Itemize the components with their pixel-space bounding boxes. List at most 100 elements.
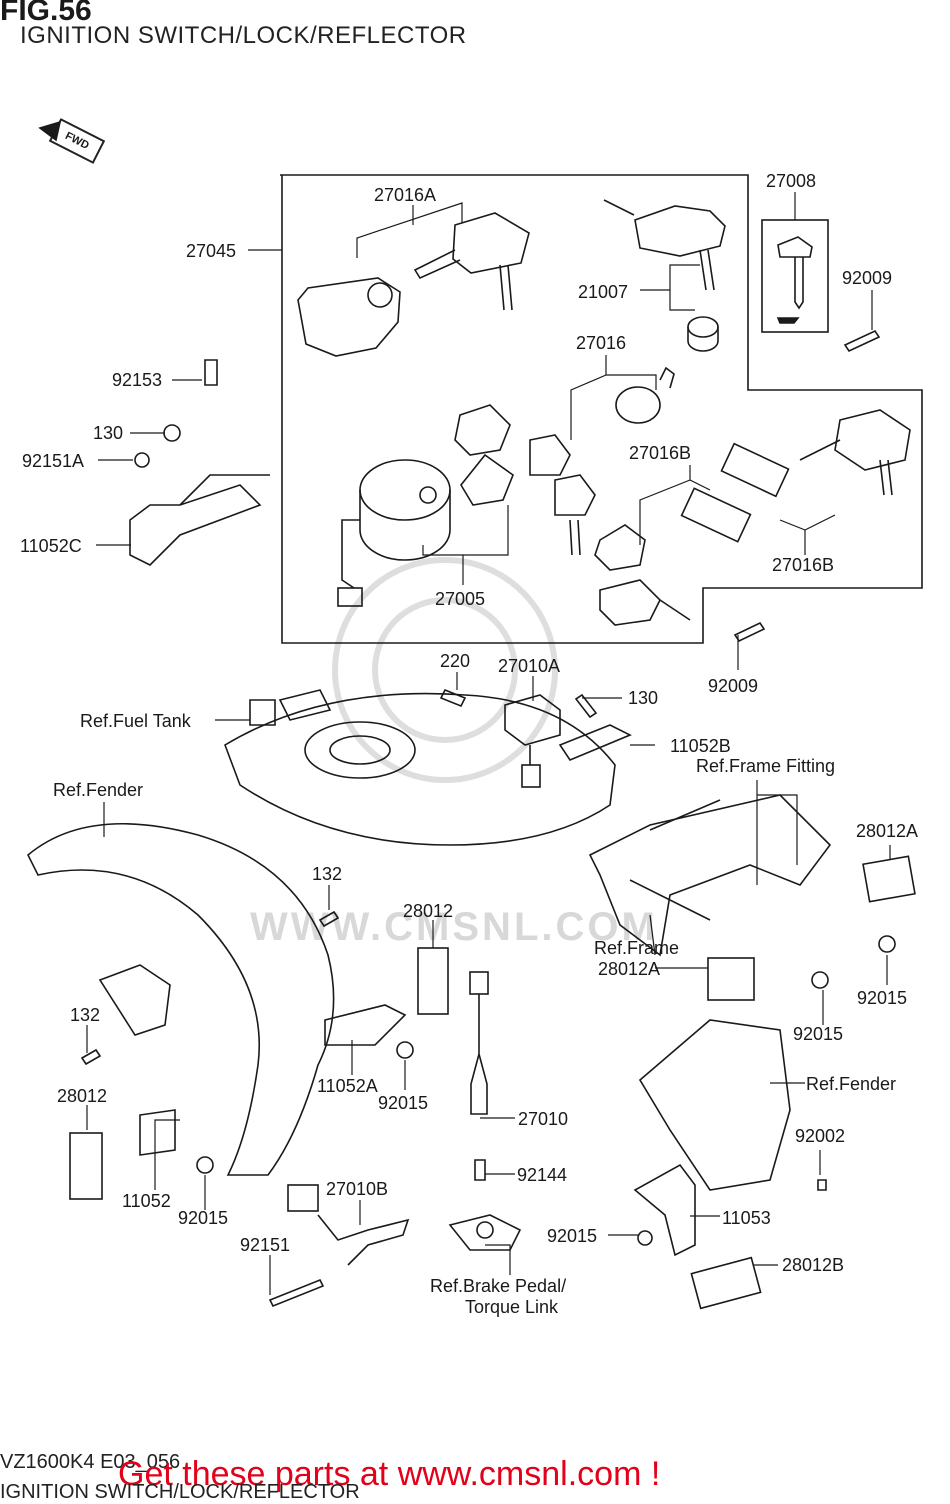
label-11052: 11052 — [122, 1191, 171, 1211]
label-11052b: 11052B — [670, 736, 731, 756]
label-92015-center: 92015 — [793, 1024, 844, 1044]
bolt-220 — [439, 688, 467, 708]
watermark-logo-icon — [332, 557, 558, 783]
label-92015-c: 92015 — [547, 1226, 598, 1246]
label-92151: 92151 — [240, 1235, 291, 1255]
label-27016b-right: 27016B — [772, 555, 835, 575]
label-ref-frame-fitting: Ref.Frame Fitting — [696, 756, 836, 776]
watermark-text: WWW.CMSNL.COM — [250, 905, 658, 949]
fwd-arrowhead-icon — [38, 120, 62, 142]
ignition-switch-27005 — [337, 459, 451, 607]
label-27016: 27016 — [576, 333, 627, 353]
switch-27010a — [504, 694, 561, 746]
label-11053: 11053 — [722, 1208, 771, 1228]
label-27016a: 27016A — [374, 185, 437, 205]
model-code: VZ1600K4 E03_056 — [0, 1451, 181, 1473]
get-parts-link[interactable]: Get these parts at www.cmsnl.com ! — [118, 1455, 661, 1493]
label-28012a-top: 28012A — [856, 821, 919, 841]
label-92015-b: 92015 — [178, 1208, 229, 1228]
bracket-11052b — [558, 724, 632, 761]
cap-21007 — [687, 316, 719, 338]
latch-27016b-left — [680, 487, 752, 543]
sensor-27010 — [470, 994, 488, 1115]
reflector-28012a-mid — [707, 957, 755, 1001]
label-28012-mid: 28012 — [403, 901, 454, 921]
label-132-left: 132 — [70, 1005, 101, 1025]
frame — [588, 794, 832, 957]
label-132-top: 132 — [312, 864, 343, 884]
label-92153: 92153 — [112, 370, 163, 390]
reflector-28012-left — [69, 1132, 103, 1200]
label-28012b: 28012B — [782, 1255, 845, 1275]
screw-92009-bottom — [733, 621, 766, 643]
bolt-92153 — [204, 359, 218, 386]
label-92015-a: 92015 — [378, 1093, 429, 1113]
label-21007: 21007 — [578, 282, 629, 302]
bracket-11052 — [139, 1109, 176, 1156]
label-27008: 27008 — [766, 171, 817, 191]
bolt-130-mid — [574, 693, 598, 719]
footer-title: IGNITION SWITCH/LOCK/REFLECTOR — [0, 1481, 360, 1503]
label-torque-link: Torque Link — [465, 1297, 559, 1317]
figure-number: FIG.56 — [0, 0, 92, 27]
label-11052c: 11052C — [20, 536, 82, 556]
lock-body-27016a — [297, 277, 401, 357]
rear-fender — [638, 1019, 791, 1191]
label-28012-left: 28012 — [57, 1086, 108, 1106]
nut-92015-c — [637, 1230, 653, 1246]
label-92009-bottom: 92009 — [708, 676, 759, 696]
leader-lines — [86, 192, 891, 1295]
label-ref-fuel-tank: Ref.Fuel Tank — [80, 711, 191, 731]
label-ref-frame: Ref.Frame — [594, 938, 680, 958]
label-27045: 27045 — [186, 241, 237, 261]
label-27005: 27005 — [435, 589, 486, 609]
nut-92015-a — [396, 1041, 414, 1059]
label-220: 220 — [440, 651, 471, 671]
nut-92015-b — [196, 1156, 214, 1174]
bolt-92002 — [817, 1179, 827, 1191]
brake-pedal — [448, 1214, 522, 1251]
reflector-28012b — [690, 1256, 762, 1310]
figure-title: IGNITION SWITCH/LOCK/REFLECTOR — [20, 22, 467, 49]
label-92015-right: 92015 — [857, 988, 908, 1008]
label-27016b-left: 27016B — [629, 443, 692, 463]
spring-92144 — [474, 1159, 486, 1181]
label-11052a: 11052A — [317, 1076, 378, 1096]
label-28012a-mid: 28012A — [598, 959, 661, 979]
key-group-27016b-left — [594, 524, 691, 626]
label-92151a: 92151A — [22, 451, 85, 471]
fuel-tank — [224, 692, 616, 846]
screw-92009-top — [843, 329, 881, 353]
key-group-27016a — [413, 212, 530, 311]
label-92144: 92144 — [517, 1165, 568, 1185]
key-group-21007 — [603, 199, 726, 291]
nut-92015-center — [811, 971, 829, 989]
bolt-92151 — [268, 1278, 325, 1308]
key-group-27016b-right — [799, 409, 911, 496]
bracket-11052a — [324, 1004, 407, 1046]
connector-27010 — [469, 971, 489, 995]
label-130-top: 130 — [93, 423, 124, 443]
label-ref-fender-front: Ref.Fender — [53, 780, 144, 800]
key-group-27016 — [454, 404, 596, 556]
switch-27010b — [287, 1184, 319, 1212]
nut-92015-right — [878, 935, 896, 953]
bracket-11053 — [633, 1163, 696, 1257]
label-ref-brake-pedal: Ref.Brake Pedal/ — [430, 1276, 567, 1296]
bolt-132-top — [318, 910, 340, 928]
bracket-11052c — [129, 484, 262, 566]
reflector-28012-mid — [417, 947, 449, 1015]
label-27010: 27010 — [518, 1109, 569, 1129]
key-set-bracket — [280, 174, 923, 644]
label-27010b: 27010B — [326, 1179, 389, 1199]
latch-27016b-right — [720, 442, 790, 498]
label-92009-top: 92009 — [842, 268, 893, 288]
front-fender — [27, 822, 335, 1176]
label-ref-fender-rear: Ref.Fender — [806, 1074, 897, 1094]
label-130-mid: 130 — [628, 688, 659, 708]
bolt-92151a — [134, 452, 150, 468]
bolt-130-top — [163, 424, 181, 442]
bolt-132-left — [80, 1048, 102, 1066]
reflector-28012a-top — [862, 855, 916, 903]
